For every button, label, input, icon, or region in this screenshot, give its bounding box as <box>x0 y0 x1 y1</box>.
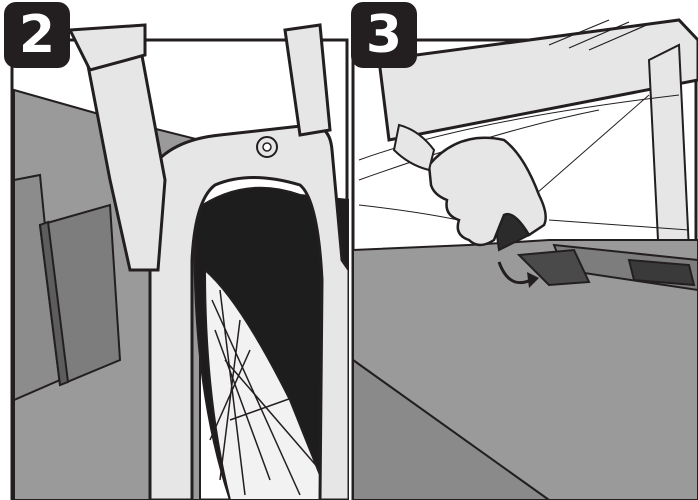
step-number-badge: 2 <box>4 2 70 68</box>
hand-clip-buckle-icon <box>351 18 698 500</box>
step-3-panel: 3 <box>349 0 698 500</box>
step-number-badge: 3 <box>351 2 417 68</box>
step-2-panel: 2 <box>4 2 349 500</box>
fork-and-wheel-icon <box>10 23 349 500</box>
